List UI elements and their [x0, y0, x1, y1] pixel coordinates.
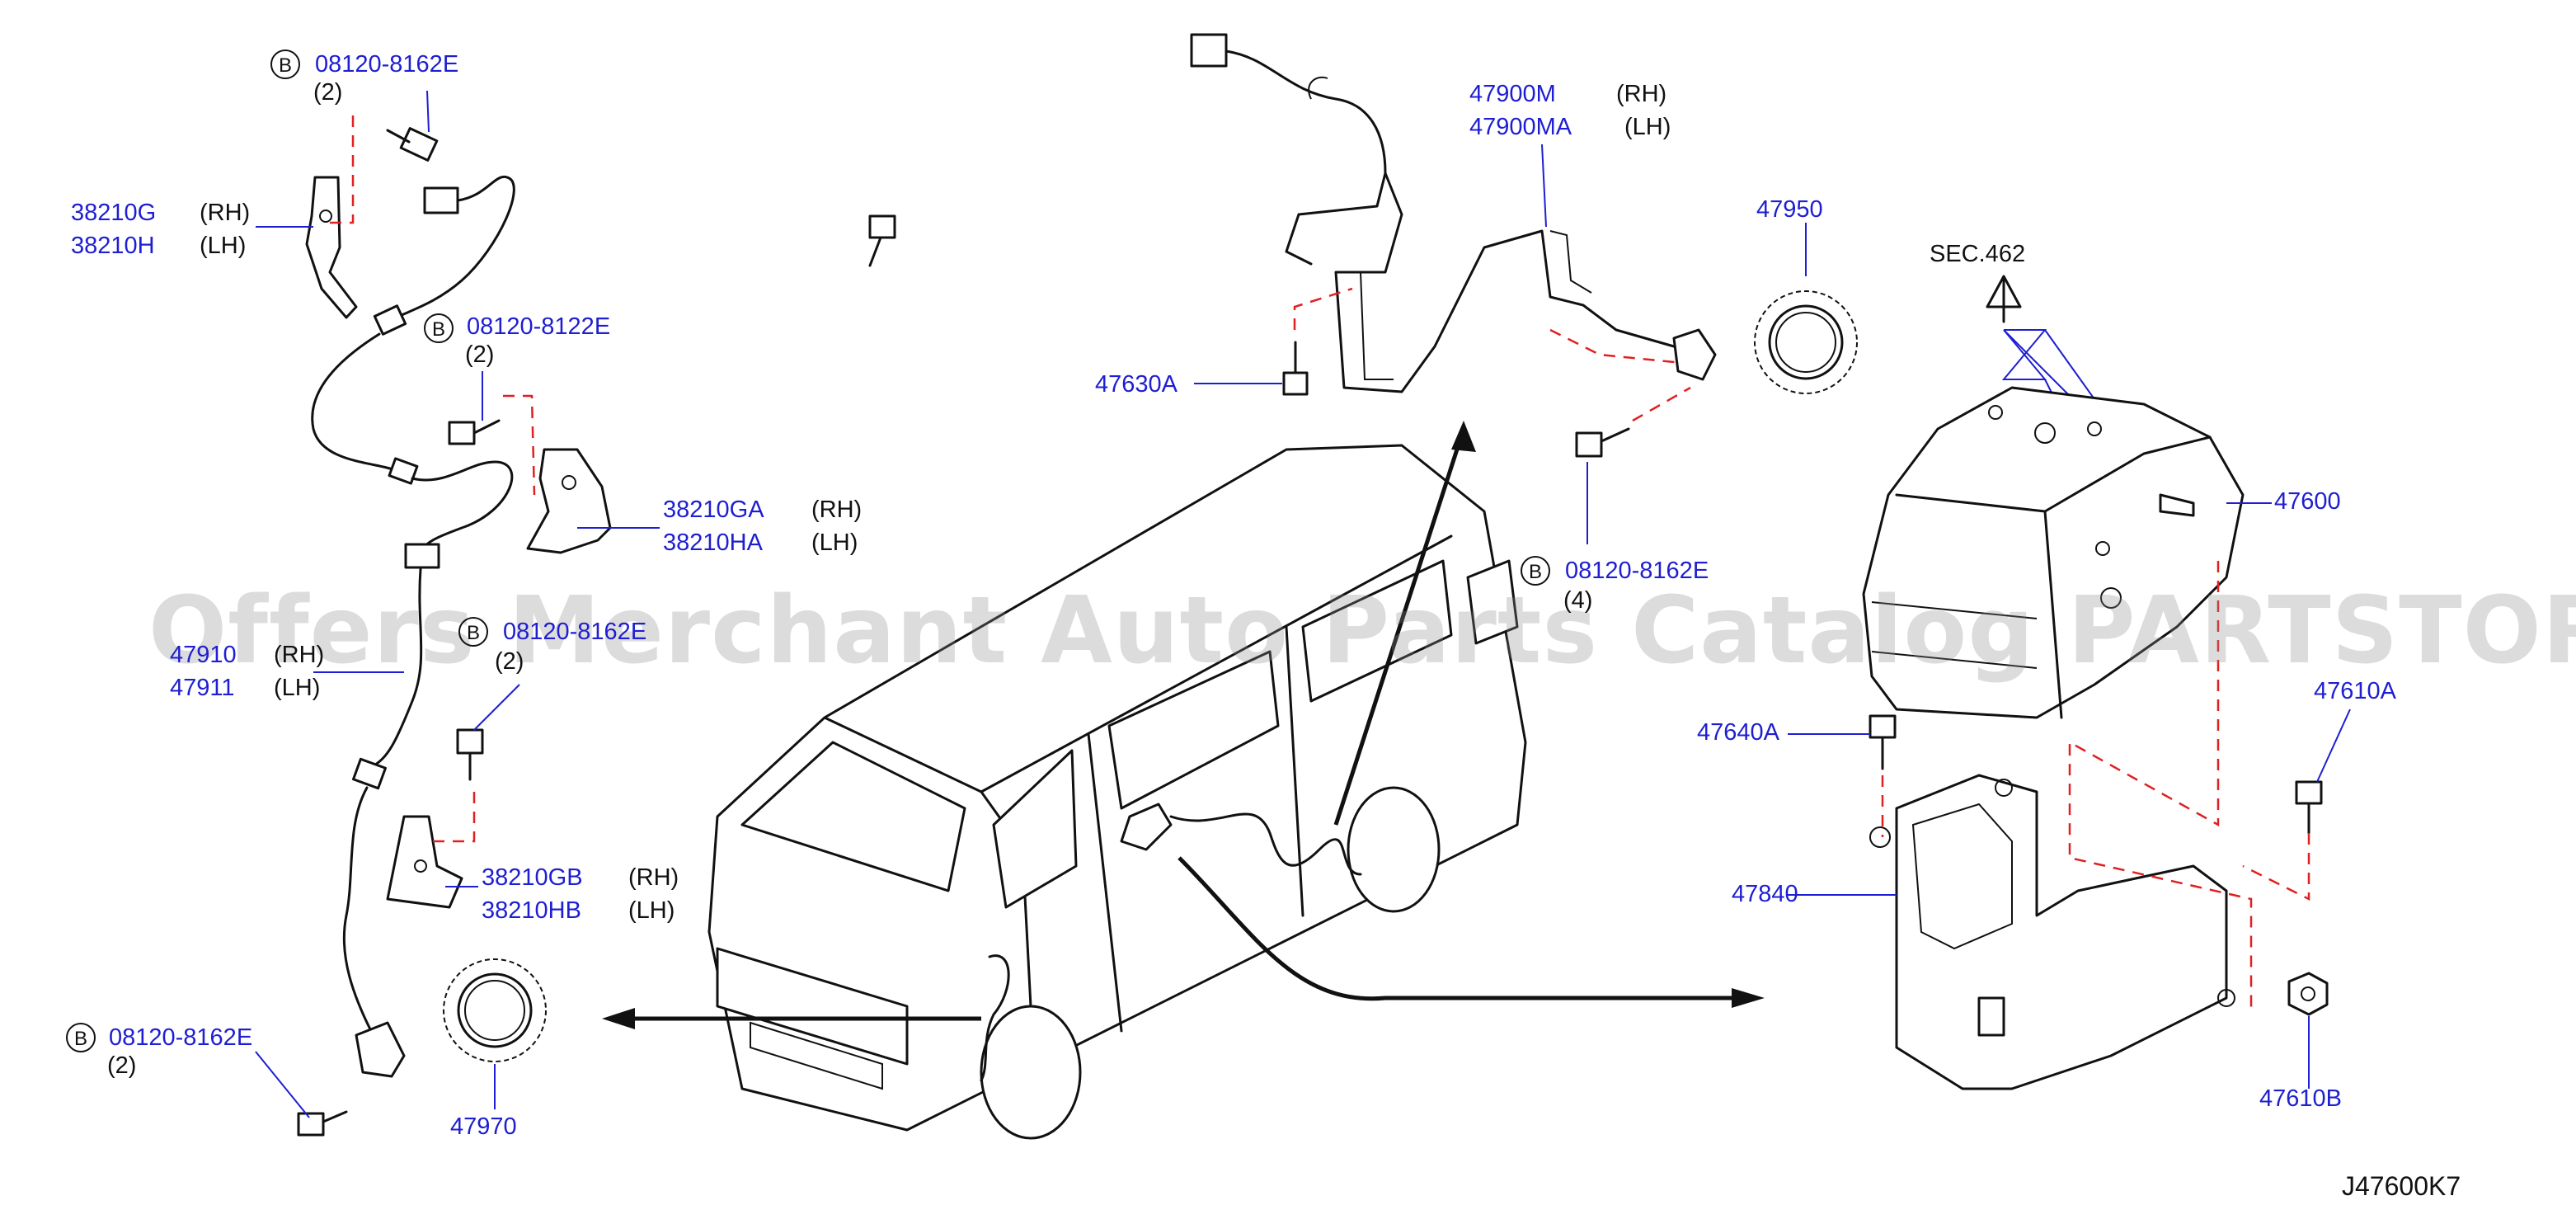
part-side-rh: (RH)	[811, 497, 863, 523]
rear-sensor-harness	[255, 90, 896, 1137]
part-quantity: (2)	[495, 648, 524, 675]
diagram-code: J47600K7	[2342, 1171, 2461, 1201]
part-number-08120-8162e[interactable]: 08120-8162E	[109, 1024, 253, 1051]
part-number-08120-8162e[interactable]: 08120-8162E	[1565, 558, 1709, 584]
part-number-47610a[interactable]: 47610A	[2314, 678, 2396, 704]
part-number-47640a[interactable]: 47640A	[1697, 719, 1779, 746]
part-number-47911[interactable]: 47911	[170, 675, 235, 701]
bolt-icon	[456, 728, 484, 781]
part-number-47600[interactable]: 47600	[2274, 488, 2341, 515]
section-reference[interactable]: SEC.462	[1930, 241, 2026, 267]
part-side-lh: (LH)	[200, 233, 247, 259]
part-side-rh: (RH)	[628, 864, 679, 891]
part-side-lh: (LH)	[811, 530, 858, 556]
part-side-lh: (LH)	[628, 897, 675, 924]
bracket-38210ga	[526, 448, 612, 554]
bolt-icon	[1575, 427, 1630, 458]
part-number-47610b[interactable]: 47610B	[2259, 1085, 2342, 1112]
part-number-47900m[interactable]: 47900M	[1469, 81, 1556, 107]
part-number-47950[interactable]: 47950	[1756, 196, 1823, 223]
part-quantity: (2)	[107, 1052, 137, 1079]
part-number-08120-8162e[interactable]: 08120-8162E	[315, 51, 459, 78]
part-side-rh: (RH)	[1616, 81, 1667, 107]
bolt-circle-marker: B	[458, 617, 488, 647]
part-quantity: (2)	[313, 79, 343, 106]
van-illustration	[602, 421, 1765, 1140]
bolt-icon	[386, 127, 439, 162]
part-number-38210ga[interactable]: 38210GA	[663, 497, 764, 523]
tone-ring-47970	[443, 958, 547, 1062]
bolt-icon	[297, 1110, 348, 1137]
part-quantity: (4)	[1563, 587, 1593, 614]
bolt-icon	[868, 214, 896, 267]
sensor-cable	[382, 175, 515, 327]
part-number-38210gb[interactable]: 38210GB	[482, 864, 583, 891]
bracket-38210g	[305, 176, 358, 319]
bolt-icon	[1282, 341, 1309, 396]
part-number-38210g[interactable]: 38210G	[71, 200, 157, 226]
part-side-rh: (RH)	[274, 642, 325, 668]
part-number-47970[interactable]: 47970	[450, 1113, 517, 1140]
connector-icon	[423, 186, 459, 214]
part-quantity: (2)	[465, 341, 495, 368]
part-side-lh: (LH)	[1624, 114, 1671, 140]
bracket-47840	[1895, 774, 2228, 1090]
abs-hydraulic-unit	[1862, 386, 2245, 719]
part-number-38210h[interactable]: 38210H	[71, 233, 155, 259]
part-number-38210hb[interactable]: 38210HB	[482, 897, 581, 924]
part-side-rh: (RH)	[200, 200, 251, 226]
bolt-circle-marker: B	[424, 313, 454, 343]
front-sensor-harness	[1190, 33, 1858, 544]
part-number-47900ma[interactable]: 47900MA	[1469, 114, 1572, 140]
bolt-circle-marker: B	[66, 1023, 96, 1052]
bolt-icon	[2295, 780, 2323, 835]
bolt-icon	[448, 419, 501, 445]
tone-ring-47950	[1754, 290, 1858, 394]
sensor-head	[1672, 328, 1717, 381]
watermark-text: Offers Merchant Auto Parts Catalog PARTS…	[148, 577, 2576, 685]
part-number-47630a[interactable]: 47630A	[1095, 371, 1178, 398]
bolt-circle-marker: B	[270, 49, 300, 79]
nut-icon	[2287, 972, 2329, 1016]
sensor-head	[355, 1021, 406, 1078]
part-number-47840[interactable]: 47840	[1732, 881, 1798, 907]
connector-icon	[1190, 33, 1228, 68]
part-number-47910[interactable]: 47910	[170, 642, 237, 668]
abs-actuator-assembly	[1788, 275, 2351, 1090]
part-number-08120-8162e[interactable]: 08120-8162E	[503, 619, 647, 645]
bolt-circle-marker: B	[1521, 556, 1550, 586]
part-number-08120-8122e[interactable]: 08120-8122E	[467, 313, 611, 340]
bolt-icon	[1869, 714, 1897, 770]
part-side-lh: (LH)	[274, 675, 321, 701]
part-number-38210ha[interactable]: 38210HA	[663, 530, 763, 556]
